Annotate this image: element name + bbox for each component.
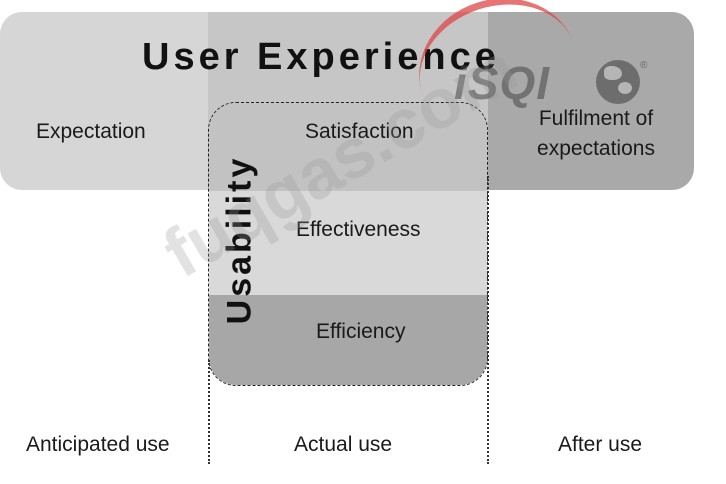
effectiveness-label: Effectiveness <box>296 218 421 241</box>
expectation-label: Expectation <box>36 120 146 143</box>
user-experience-band <box>0 12 694 190</box>
diagram-title: User Experience <box>142 36 500 78</box>
efficiency-region <box>209 295 487 385</box>
phase-label-actual: Actual use <box>294 433 393 456</box>
anticipated-use-segment <box>0 12 208 190</box>
phase-label-anticipated: Anticipated use <box>26 433 170 456</box>
satisfaction-label: Satisfaction <box>305 120 414 143</box>
satisfaction-region <box>209 103 487 191</box>
watermark-logo: iSQI <box>454 57 551 109</box>
phase-divider-left <box>208 360 210 464</box>
phase-divider-right <box>487 176 489 464</box>
efficiency-label: Efficiency <box>316 320 406 343</box>
fulfilment-label: Fulfilment of expectations <box>537 107 655 160</box>
after-use-segment <box>488 12 694 190</box>
registered-mark: ® <box>640 60 648 71</box>
globe-icon <box>596 60 640 104</box>
phase-label-after: After use <box>558 433 643 456</box>
effectiveness-region <box>209 191 487 295</box>
